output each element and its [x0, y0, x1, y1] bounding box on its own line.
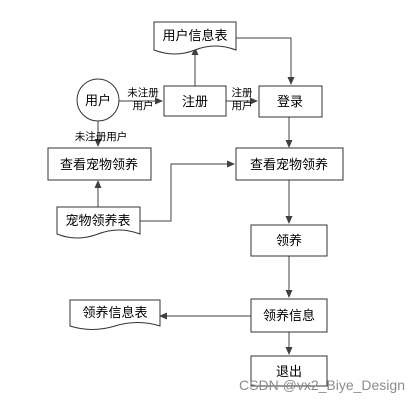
node-adopt: 领养 [250, 224, 328, 257]
node-view-pet-adoption-left: 查看宠物领养 [47, 147, 152, 181]
view-pet-adoption-left-label: 查看宠物领养 [60, 157, 138, 173]
adoption-info-table-shape [69, 299, 161, 330]
pet-adoption-table-label: 宠物领养表 [65, 213, 130, 229]
node-pet-adoption-table: 宠物领养表 [56, 206, 141, 239]
node-login: 登录 [258, 85, 323, 118]
label-unregistered-line2: 用户 [133, 99, 154, 112]
user-info-table-label: 用户信息表 [162, 28, 227, 44]
node-adoption-info: 领养信息 [250, 298, 328, 333]
adopt-box [250, 224, 328, 257]
login-box [258, 85, 323, 118]
logout-box [250, 355, 328, 387]
node-user-info-table: 用户信息表 [153, 21, 237, 55]
csdn-watermark: CSDN @vx2_Biye_Design [239, 377, 405, 393]
adoption-info-box [250, 298, 328, 333]
pet-adoption-table-shape [56, 206, 141, 239]
adoption-info-label: 领养信息 [263, 308, 315, 324]
label-unregistered-user: 未注册用户 [75, 130, 128, 143]
node-view-pet-adoption-main: 查看宠物领养 [235, 147, 344, 181]
edge-userinfo-login [236, 37, 295, 85]
user-info-table-shape [153, 21, 237, 55]
adoption-info-table-label: 领养信息表 [82, 305, 147, 321]
register-box [163, 85, 227, 117]
user-label: 用户 [85, 93, 111, 109]
edge-pettable-viewmain [140, 160, 235, 222]
edge-labels: 未注册 用户 注册 用户 未注册用户 [75, 86, 253, 143]
label-registered-line2: 用户 [232, 99, 253, 112]
label-unregistered-line1: 未注册 [127, 86, 159, 99]
label-registered-line1: 注册 [232, 86, 253, 99]
view-pet-adoption-main-label: 查看宠物领养 [250, 157, 328, 173]
node-user: 用户 [76, 78, 120, 122]
view-pet-adoption-left-box [47, 147, 152, 181]
node-register: 注册 [163, 85, 227, 117]
node-adoption-info-table: 领养信息表 [69, 299, 161, 330]
connectors [94, 37, 295, 355]
user-circle [76, 78, 120, 122]
register-label: 注册 [182, 95, 208, 110]
login-label: 登录 [277, 95, 303, 110]
node-logout: 退出 [250, 355, 328, 387]
logout-label: 退出 [276, 365, 302, 380]
adopt-label: 领养 [276, 233, 302, 249]
view-pet-adoption-main-box [235, 147, 344, 181]
